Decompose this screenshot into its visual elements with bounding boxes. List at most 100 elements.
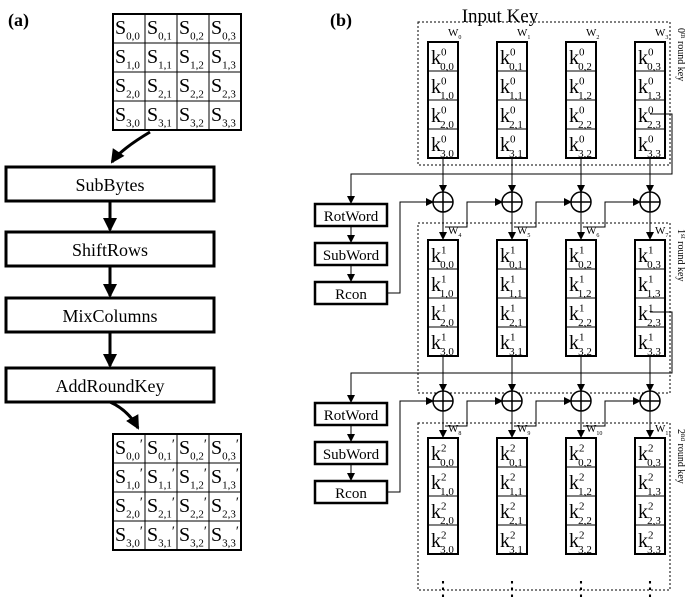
state-cell-label: S1,3 xyxy=(211,46,236,72)
g-label-subword: SubWord xyxy=(323,248,380,264)
round-key-label: 1st round key xyxy=(675,229,685,281)
state-cell xyxy=(208,71,242,102)
state-cell-label: S0,0 xyxy=(115,17,140,43)
ellipsis: ⋮ xyxy=(571,578,591,600)
round-key-box xyxy=(417,422,671,591)
state-cell-label: S2,2′ xyxy=(179,495,207,521)
step-label-mixcolumns: MixColumns xyxy=(62,306,157,326)
state-cell-label: S3,0′ xyxy=(115,524,143,550)
state-cell xyxy=(176,100,210,131)
state-cell-label: S3,3 xyxy=(211,104,236,130)
word-label: W9 xyxy=(517,423,530,437)
state-cell xyxy=(144,433,178,464)
state-cell-label: S2,0′ xyxy=(115,495,143,521)
step-label-addroundkey: AddRoundKey xyxy=(56,376,165,396)
step-box xyxy=(4,230,216,268)
state-cell xyxy=(144,71,178,102)
key-byte-cell xyxy=(634,524,666,555)
state-cell-label: S2,3 xyxy=(211,75,236,101)
state-cell-label: S0,3′ xyxy=(211,437,239,463)
state-cell-label: S2,1 xyxy=(147,75,172,101)
state-cell xyxy=(144,42,178,73)
word-label: W1 xyxy=(517,27,530,41)
state-cell xyxy=(144,491,178,522)
key-byte-cell xyxy=(427,239,459,270)
key-byte-cell xyxy=(496,41,528,72)
chain-arrow xyxy=(583,198,641,228)
state-cell-label: S1,2 xyxy=(179,46,204,72)
key-byte-cell xyxy=(496,524,528,555)
state-cell-label: S1,0′ xyxy=(115,466,143,492)
g-label-subword: SubWord xyxy=(323,447,380,463)
state-grid-border xyxy=(112,433,242,551)
g-label-rcon: Rcon xyxy=(335,287,367,303)
word-label: W6 xyxy=(586,225,599,239)
state-cell-label: S2,2 xyxy=(179,75,204,101)
chain-arrow xyxy=(445,198,503,228)
word-label: W5 xyxy=(517,225,530,239)
key-word-border xyxy=(565,437,597,555)
chain-arrow xyxy=(583,397,641,427)
g-output-arrow xyxy=(387,198,434,294)
round-key-label: 0th round key xyxy=(675,28,685,81)
g-label-rotword: RotWord xyxy=(324,209,379,225)
state-cell-label: S3,0 xyxy=(115,104,140,130)
state-cell-label: S3,2′ xyxy=(179,524,207,550)
state-cell-label: S2,1′ xyxy=(147,495,175,521)
state-cell xyxy=(176,42,210,73)
key-byte-cell xyxy=(634,239,666,270)
g-input-arrow xyxy=(347,113,673,204)
round-key-box xyxy=(417,222,671,394)
word-label: W11 xyxy=(655,423,671,437)
key-byte-cell xyxy=(496,326,528,357)
panel-b-label: (b) xyxy=(330,10,352,31)
key-byte-cell xyxy=(427,495,459,526)
word-label: W3 xyxy=(655,27,668,41)
state-cell-label: S0,1 xyxy=(147,17,172,43)
key-byte-cell xyxy=(634,268,666,299)
state-cell-label: S0,0′ xyxy=(115,437,143,463)
state-cell xyxy=(144,520,178,551)
chain-arrow xyxy=(445,397,503,427)
chain-arrow xyxy=(514,397,572,427)
key-word-border xyxy=(496,437,528,555)
state-cell-label: S3,2 xyxy=(179,104,204,130)
key-byte-cell xyxy=(427,70,459,101)
state-grid-border xyxy=(112,13,242,131)
word-label: W0 xyxy=(448,27,461,41)
ellipsis: ⋮ xyxy=(640,578,660,600)
key-byte-cell xyxy=(634,326,666,357)
ellipsis: ⋮ xyxy=(502,578,522,600)
state-cell-label: S1,3′ xyxy=(211,466,239,492)
key-byte-cell xyxy=(427,99,459,130)
g-label-rcon: Rcon xyxy=(335,486,367,502)
word-label: W7 xyxy=(655,225,668,239)
g-label-rotword: RotWord xyxy=(324,408,379,424)
state-cell-label: S0,2′ xyxy=(179,437,207,463)
state-cell xyxy=(208,42,242,73)
